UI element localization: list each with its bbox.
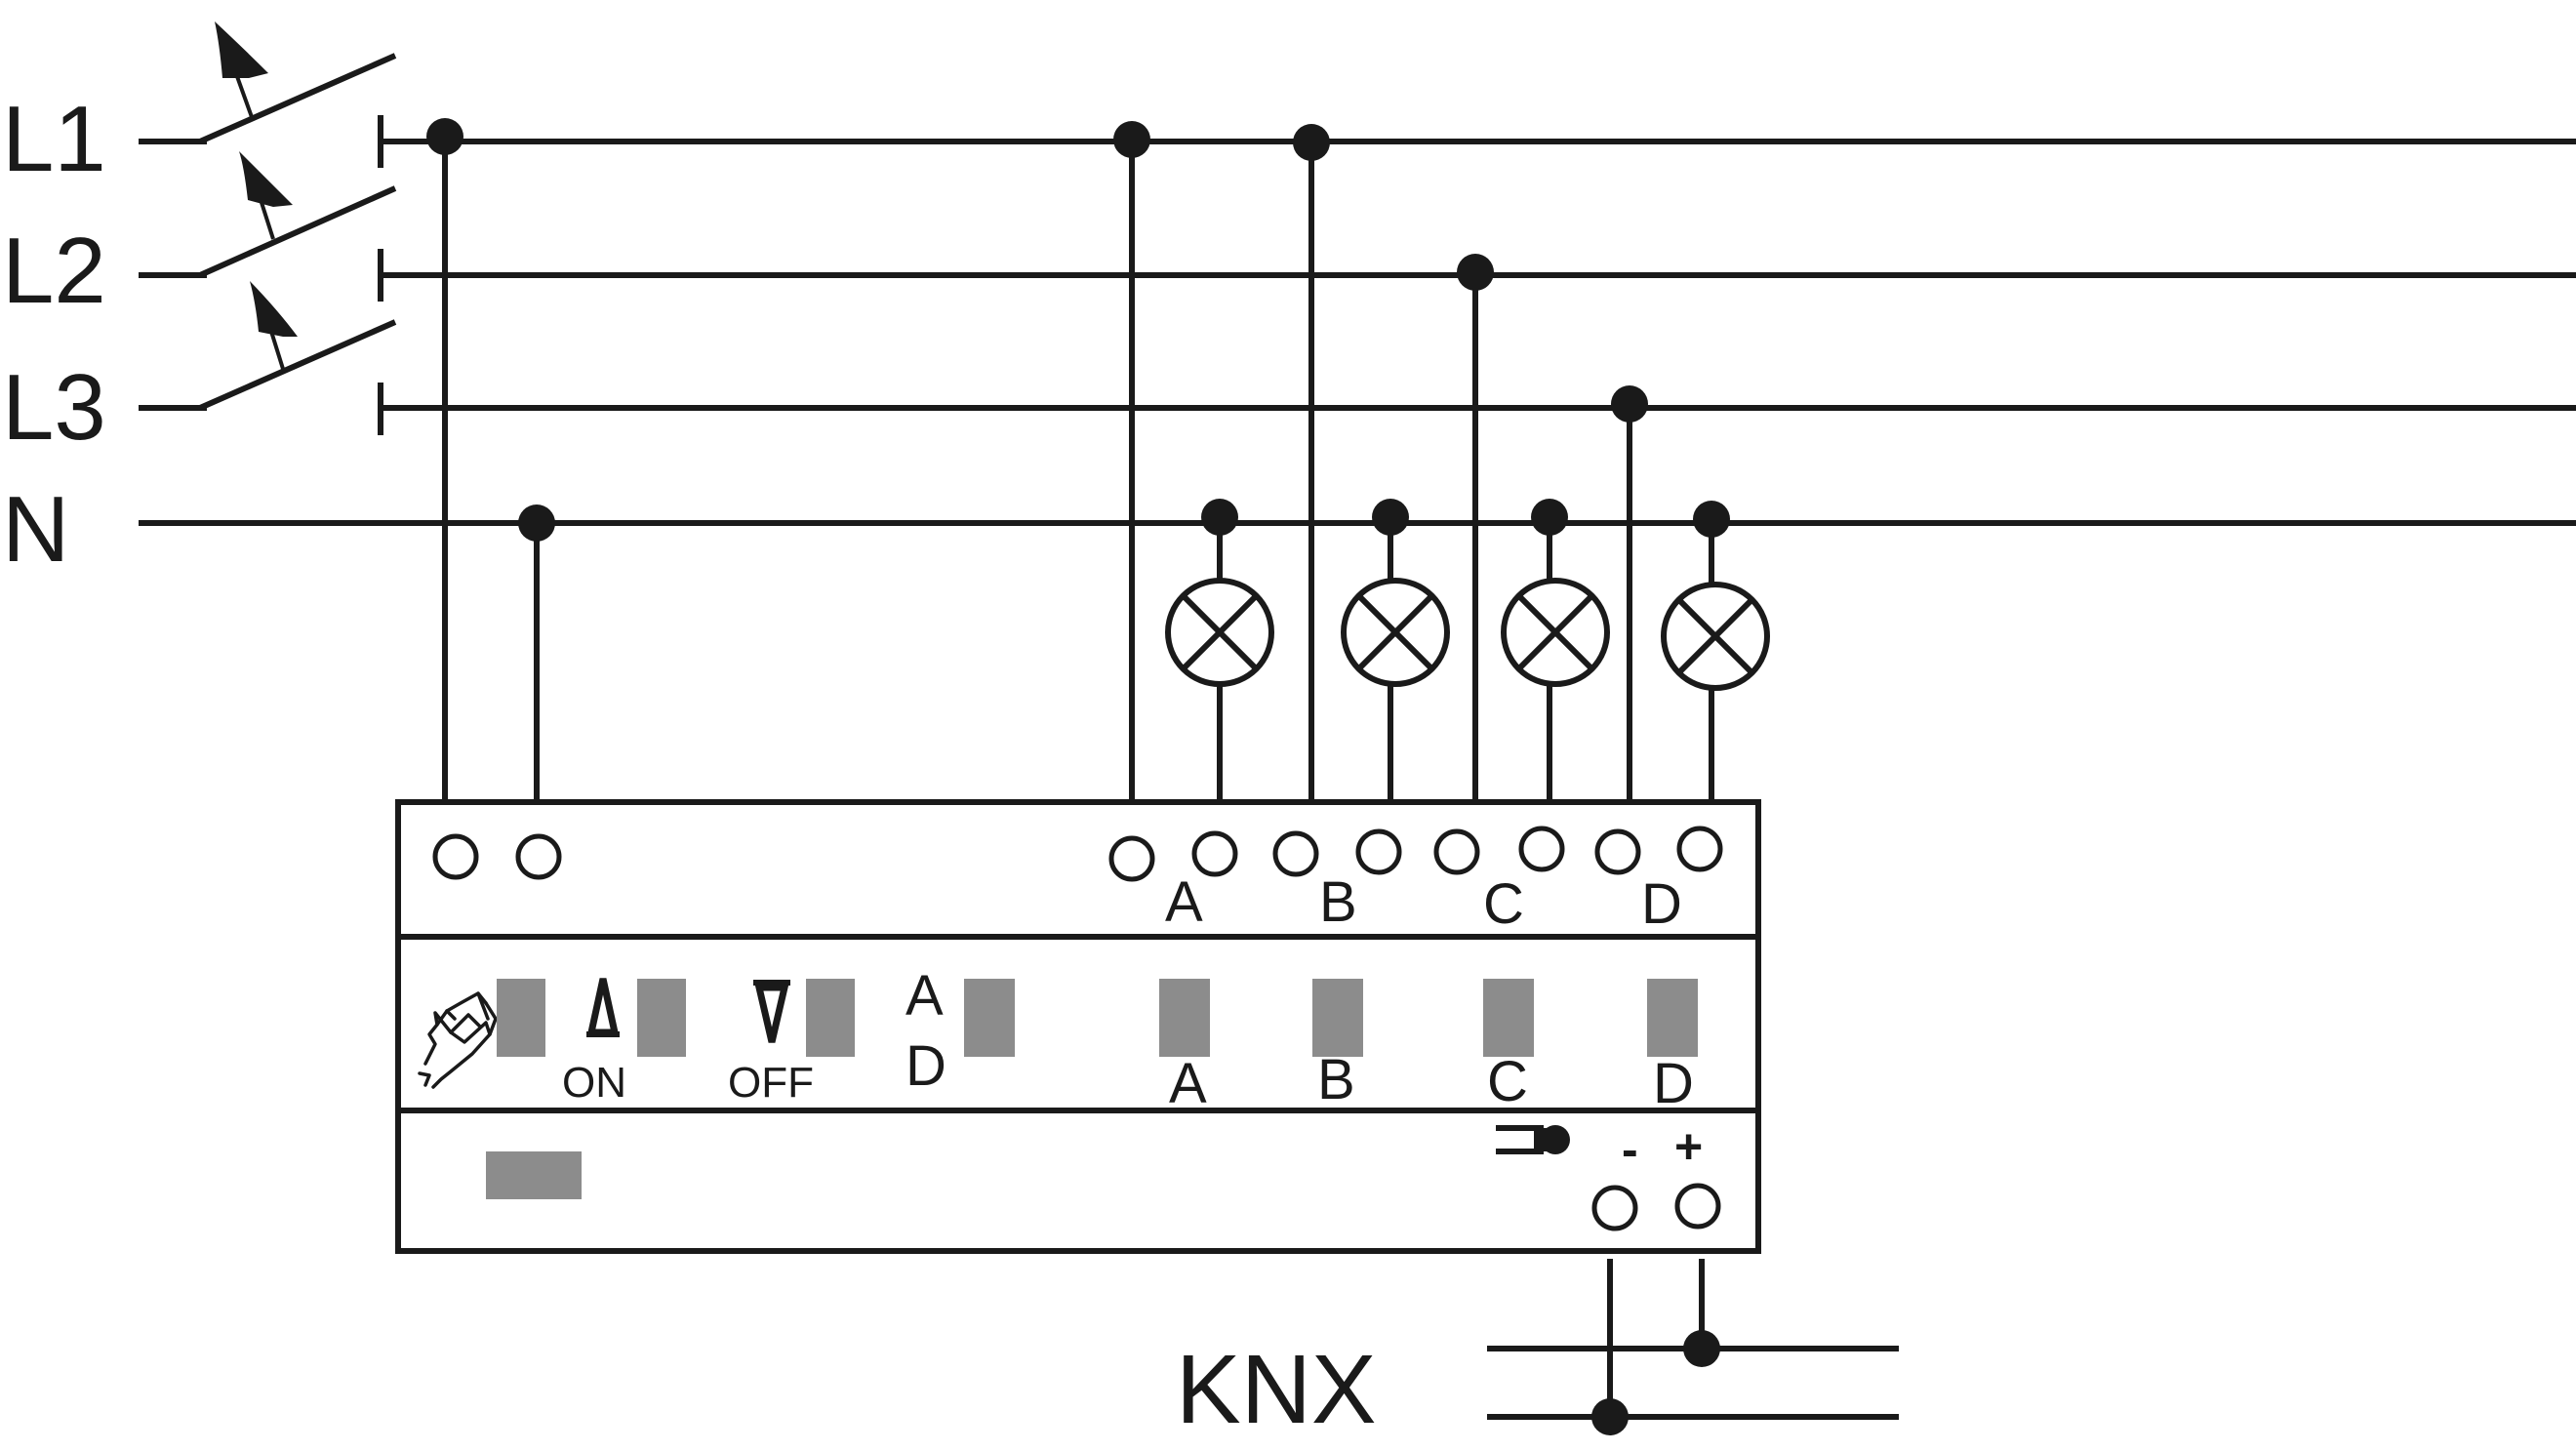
junction-dot: [1201, 499, 1238, 536]
label-field: [486, 1151, 582, 1199]
terminal: [1191, 830, 1238, 877]
terminal-label-b: B: [1319, 870, 1357, 934]
channel-label-c: C: [1487, 1050, 1528, 1113]
lamp-icon: [1501, 578, 1610, 687]
junction-dot: [1693, 501, 1730, 538]
junction-dot: [1683, 1330, 1720, 1367]
manual-mode-button[interactable]: [497, 979, 545, 1057]
channel-button-d[interactable]: [1647, 979, 1698, 1057]
terminal: [1594, 828, 1641, 875]
switch-icon: [139, 281, 397, 435]
channel-button-a[interactable]: [1159, 979, 1210, 1057]
switch-icon: [139, 21, 397, 168]
terminal: [515, 833, 562, 880]
terminal: [1355, 828, 1402, 875]
bus-plus-label: +: [1674, 1119, 1703, 1174]
down-arrow-icon: [753, 980, 790, 1043]
bus-terminal-plus: [1674, 1183, 1721, 1230]
terminal: [1676, 826, 1723, 872]
lamp-icon: [1165, 578, 1274, 687]
bus-terminal-minus: [1591, 1185, 1638, 1231]
junction-dot: [426, 118, 463, 155]
off-label: OFF: [728, 1059, 814, 1107]
terminal: [1272, 830, 1319, 877]
on-label: ON: [562, 1059, 626, 1107]
up-arrow-icon: [586, 978, 620, 1037]
junction-dot: [1293, 124, 1330, 161]
channel-button-b[interactable]: [1312, 979, 1363, 1057]
lamp-icon: [1341, 578, 1450, 687]
junction-dot: [1611, 385, 1648, 423]
select-label-bottom: D: [906, 1034, 946, 1098]
terminal-label-a: A: [1165, 870, 1203, 934]
knx-label: KNX: [1176, 1335, 1377, 1444]
line-label-l3: L3: [2, 355, 106, 460]
junction-dot: [518, 504, 555, 542]
line-label-n: N: [2, 477, 69, 582]
junction-dot: [1372, 499, 1409, 536]
channel-label-d: D: [1653, 1052, 1694, 1115]
channel-select-button[interactable]: [964, 979, 1015, 1057]
lamp-icon: [1661, 582, 1770, 691]
junction-dot: [1591, 1398, 1629, 1435]
terminal: [1518, 826, 1565, 872]
line-label-l2: L2: [2, 219, 106, 323]
channel-label-b: B: [1317, 1048, 1355, 1111]
on-button[interactable]: [637, 979, 686, 1057]
terminal-label-c: C: [1483, 872, 1524, 936]
off-button[interactable]: [806, 979, 855, 1057]
switch-icon: [139, 151, 397, 302]
hand-icon: [418, 991, 498, 1089]
channel-label-a: A: [1169, 1052, 1207, 1115]
terminal: [432, 833, 479, 880]
select-label-top: A: [906, 964, 944, 1028]
channel-button-c[interactable]: [1483, 979, 1534, 1057]
junction-dot: [1531, 499, 1568, 536]
junction-dot: [1113, 121, 1150, 158]
programming-led-icon: [1496, 1125, 1570, 1154]
terminal-label-d: D: [1641, 872, 1682, 936]
junction-dot: [1457, 254, 1494, 291]
line-label-l1: L1: [2, 87, 106, 191]
terminal: [1108, 835, 1155, 882]
terminal: [1433, 828, 1480, 875]
bus-minus-label: -: [1622, 1122, 1638, 1177]
